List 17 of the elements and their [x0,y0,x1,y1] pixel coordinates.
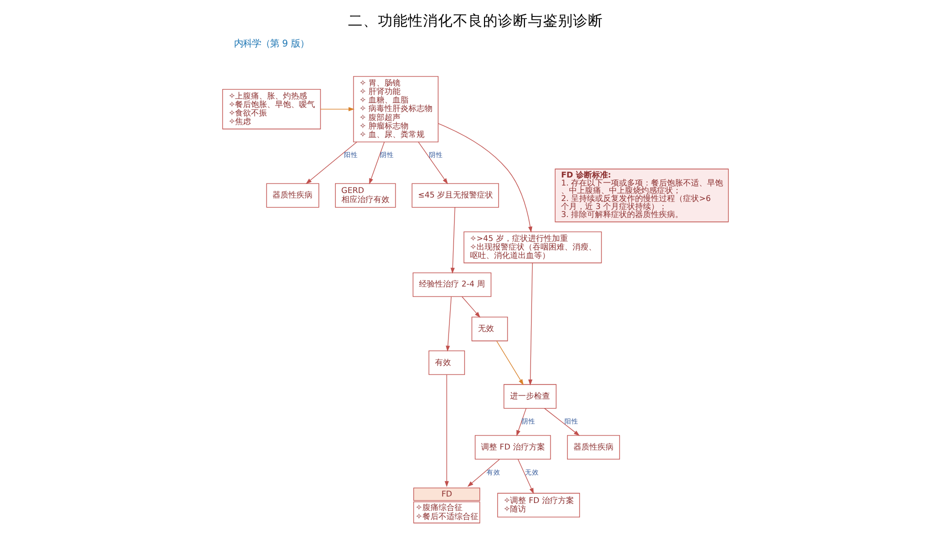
label: 内科学（第 9 版） [234,38,308,50]
arrow [496,340,524,386]
arrow [450,207,455,274]
arrow [528,262,532,386]
arrow [461,296,480,318]
diagram-title: 二、功能性消化不良的诊断与鉴别诊断 [348,13,602,30]
arrow [516,408,526,436]
arrow [444,374,448,488]
arrow [445,296,452,352]
arrow [368,142,384,184]
arrow [305,142,357,184]
arrow [438,123,532,233]
arrow [544,408,580,436]
arrow [418,142,448,184]
arrow [320,107,354,112]
arrow [517,459,534,494]
arrow [466,459,500,487]
